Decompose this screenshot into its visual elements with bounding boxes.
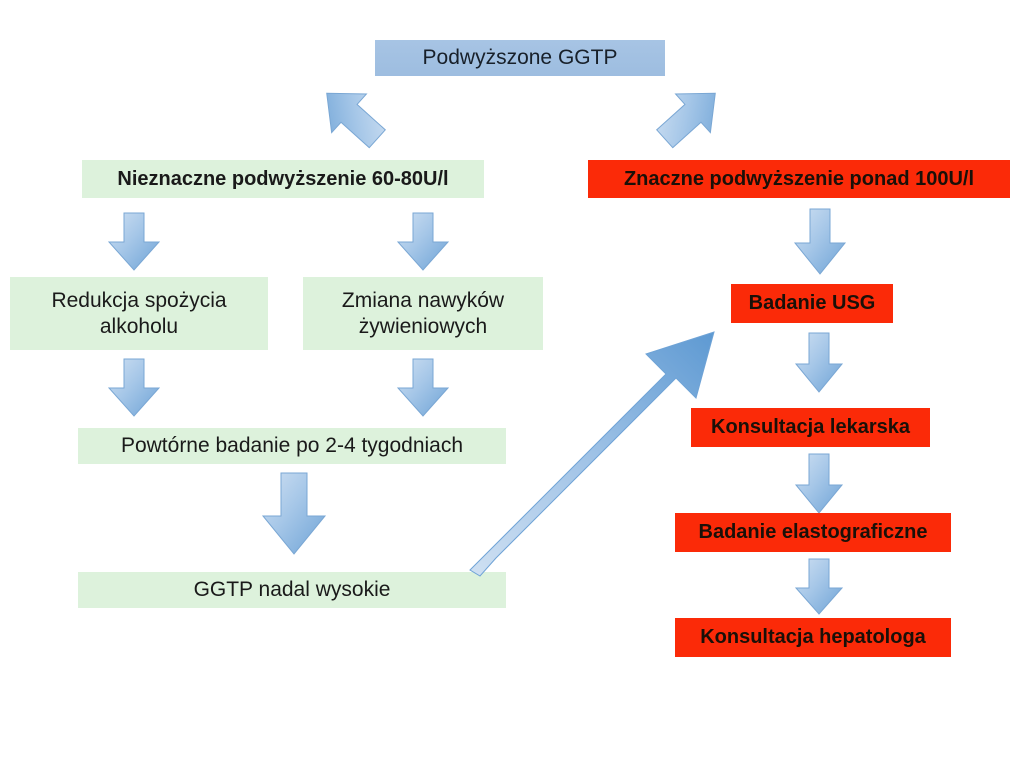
- connector-retest-to-still-high: [255, 472, 333, 556]
- connector-split-left: [312, 80, 392, 152]
- node-konsultacja-lekarska[interactable]: Konsultacja lekarska: [691, 408, 930, 447]
- connector-alcohol-to-retest: [102, 358, 166, 418]
- node-podwyzszone-ggtp[interactable]: Podwyższone GGTP: [375, 40, 665, 76]
- connector-left-to-alcohol: [102, 212, 166, 272]
- connector-doctor-to-elastography: [790, 453, 848, 515]
- connector-elastography-to-hepatologist: [790, 558, 848, 616]
- node-konsultacja-hepatologa[interactable]: Konsultacja hepatologa: [675, 618, 951, 657]
- node-zmiana-nawykow-zywieniowych[interactable]: Zmiana nawyków żywieniowych: [303, 277, 543, 350]
- node-label: Redukcja spożycia alkoholu: [51, 288, 227, 338]
- node-label: Badanie elastograficzne: [698, 521, 928, 544]
- node-badanie-elastograficzne[interactable]: Badanie elastograficzne: [675, 513, 951, 552]
- node-redukcja-spozycia-alkoholu[interactable]: Redukcja spożycia alkoholu: [10, 277, 268, 350]
- connector-diet-to-retest: [391, 358, 455, 418]
- node-ggtp-nadal-wysokie[interactable]: GGTP nadal wysokie: [78, 572, 506, 608]
- node-label: Nieznaczne podwyższenie 60-80U/l: [117, 167, 449, 190]
- connector-split-right: [650, 80, 730, 152]
- node-label: Podwyższone GGTP: [422, 46, 618, 70]
- node-label: Powtórne badanie po 2-4 tygodniach: [120, 434, 464, 458]
- node-left-branch-header[interactable]: Nieznaczne podwyższenie 60-80U/l: [82, 160, 484, 198]
- node-label: Znaczne podwyższenie ponad 100U/l: [623, 167, 975, 190]
- connector-usg-to-doctor: [790, 332, 848, 394]
- node-badanie-usg[interactable]: Badanie USG: [731, 284, 893, 323]
- node-label: GGTP nadal wysokie: [193, 578, 391, 602]
- node-label: Zmiana nawyków żywieniowych: [341, 288, 505, 338]
- node-right-branch-header[interactable]: Znaczne podwyższenie ponad 100U/l: [588, 160, 1010, 198]
- connector-right-to-usg: [788, 208, 852, 276]
- node-label: Konsultacja hepatologa: [700, 626, 926, 649]
- node-label: Konsultacja lekarska: [711, 416, 910, 439]
- connector-left-to-diet: [391, 212, 455, 272]
- node-label: Badanie USG: [748, 292, 876, 315]
- node-powtorne-badanie[interactable]: Powtórne badanie po 2-4 tygodniach: [78, 428, 506, 464]
